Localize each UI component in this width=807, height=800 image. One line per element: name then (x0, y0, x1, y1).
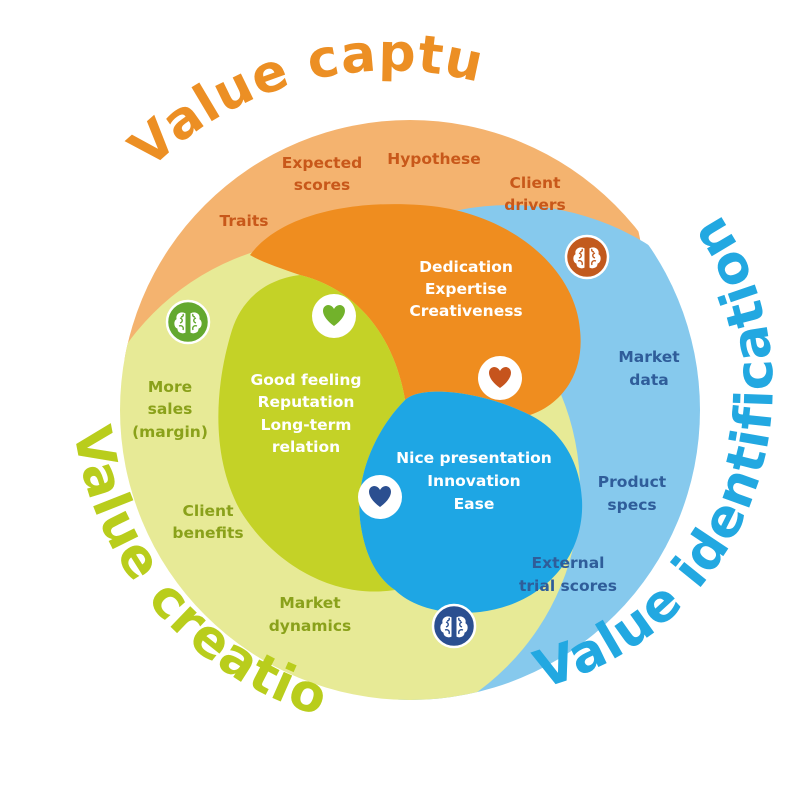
creation-label-sales: sales (148, 400, 193, 418)
id-label-specs: specs (607, 496, 656, 514)
creation-inner-long-term: Long-term (261, 416, 352, 434)
capture-label-client: Client (510, 174, 562, 192)
capture-inner-expertise: Expertise (425, 280, 507, 298)
creation-inner-segment (218, 275, 405, 592)
identification-outer-labels: Market data Product specs External trial… (519, 348, 680, 595)
id-inner-innovation: Innovation (427, 472, 520, 490)
heart-icon (358, 475, 402, 519)
capture-label-expected: Expected (282, 154, 362, 172)
creation-label-benefits: benefits (172, 524, 243, 542)
id-inner-ease: Ease (454, 495, 495, 513)
creation-label-more: More (148, 378, 192, 396)
creation-label-client: Client (183, 502, 235, 520)
id-label-data: data (629, 371, 668, 389)
brain-icon (564, 234, 610, 280)
creation-inner-relation: relation (272, 438, 340, 456)
inner-labels: Dedication Expertise Creativeness Good f… (250, 258, 551, 513)
creation-inner-reputation: Reputation (258, 393, 355, 411)
capture-label-scores: scores (294, 176, 350, 194)
heart-icon (312, 294, 356, 338)
identification-inner-segment (359, 391, 583, 613)
brain-icon (431, 603, 477, 649)
capture-label-drivers: drivers (504, 196, 566, 214)
capture-inner-creativeness: Creativeness (409, 302, 522, 320)
capture-inner-dedication: Dedication (419, 258, 513, 276)
id-label-external: External (532, 554, 605, 572)
capture-label-traits: Traits (220, 212, 269, 230)
creation-label-dynamics: dynamics (269, 617, 352, 635)
id-label-trial-scores: trial scores (519, 577, 617, 595)
brain-icon (165, 299, 211, 345)
heart-icon (478, 356, 522, 400)
capture-outer-labels: Expected scores Hypothese Client drivers… (220, 150, 566, 230)
creation-label-market: Market (279, 594, 341, 612)
creation-outer-labels: More sales (margin) Client benefits Mark… (132, 378, 351, 635)
creation-inner-good-feeling: Good feeling (250, 371, 361, 389)
creation-label-margin: (margin) (132, 423, 208, 441)
id-label-product: Product (598, 473, 667, 491)
id-label-market: Market (618, 348, 680, 366)
id-inner-nice-presentation: Nice presentation (396, 449, 552, 467)
capture-label-hypothese: Hypothese (387, 150, 481, 168)
